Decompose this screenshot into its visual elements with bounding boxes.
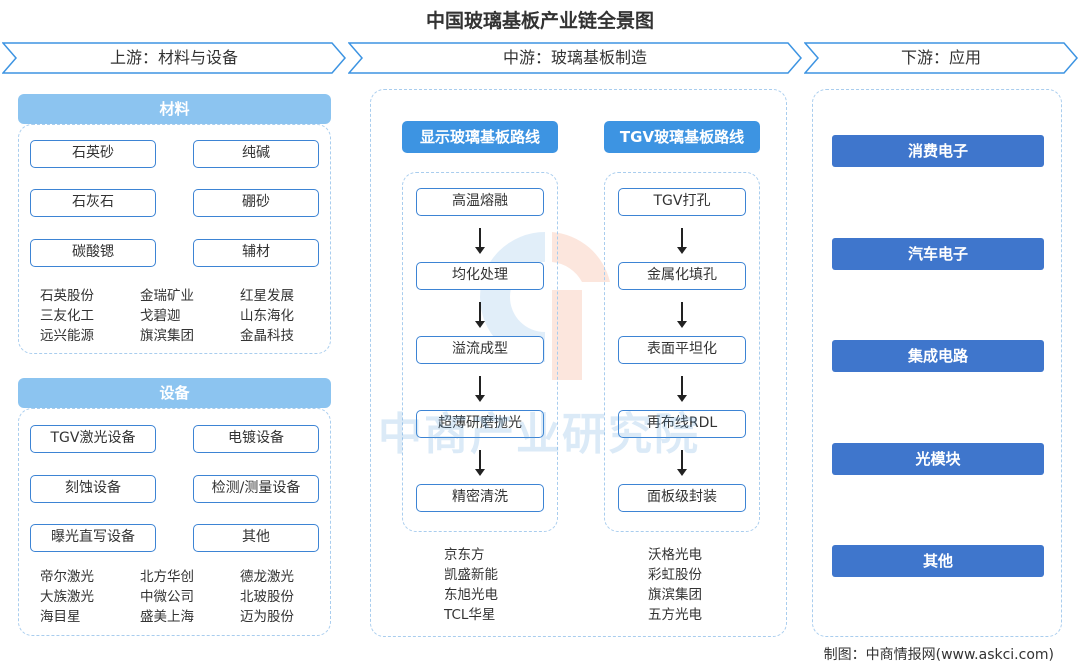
header-downstream: 下游：应用: [804, 42, 1078, 74]
material-item: 辅材: [193, 239, 319, 267]
chevron-shape: [2, 42, 346, 74]
tgv-step: 再布线RDL: [618, 410, 746, 438]
material-item: 石英砂: [30, 140, 156, 168]
display-route-panel: [402, 172, 558, 532]
application-item: 汽车电子: [832, 238, 1044, 270]
material-item: 碳酸锶: [30, 239, 156, 267]
source-credit: 制图：中商情报网(www.askci.com): [823, 647, 1054, 663]
tgv-company: 旗滨集团: [648, 587, 702, 603]
material-company: 三友化工: [40, 308, 94, 324]
down-arrow-icon: [677, 450, 687, 476]
tgv-route-panel: [604, 172, 760, 532]
display-step: 精密清洗: [416, 484, 544, 512]
application-item: 其他: [832, 545, 1044, 577]
application-item: 集成电路: [832, 340, 1044, 372]
tgv-step: 金属化填孔: [618, 262, 746, 290]
header-midstream-label: 中游：玻璃基板制造: [502, 48, 647, 67]
chevron-shape: [348, 42, 802, 74]
equipment-heading: 设备: [18, 378, 331, 408]
equipment-item: 检测/测量设备: [193, 475, 319, 503]
display-step: 均化处理: [416, 262, 544, 290]
tgv-step: 表面平坦化: [618, 336, 746, 364]
display-step: 超薄研磨抛光: [416, 410, 544, 438]
tgv-route-heading: TGV玻璃基板路线: [604, 121, 760, 153]
midstream-panel: [370, 89, 787, 637]
down-arrow-icon: [475, 376, 485, 402]
down-arrow-icon: [677, 228, 687, 254]
equipment-company: 中微公司: [140, 589, 194, 605]
equipment-company: 迈为股份: [240, 609, 294, 625]
page-title: 中国玻璃基板产业链全景图: [425, 10, 654, 32]
display-company: 东旭光电: [444, 587, 498, 603]
material-company: 戈碧迦: [140, 308, 181, 324]
equipment-item: 其他: [193, 524, 319, 552]
equipment-company: 帝尔激光: [40, 569, 94, 585]
application-item: 消费电子: [832, 135, 1044, 167]
equipment-company: 海目星: [40, 609, 81, 625]
equipment-item: 电镀设备: [193, 425, 319, 453]
material-item: 石灰石: [30, 189, 156, 217]
display-step: 高温熔融: [416, 188, 544, 216]
down-arrow-icon: [475, 450, 485, 476]
header-midstream: 中游：玻璃基板制造: [348, 42, 802, 74]
material-item: 硼砂: [193, 189, 319, 217]
material-item: 纯碱: [193, 140, 319, 168]
header-upstream: 上游：材料与设备: [2, 42, 346, 74]
material-company: 山东海化: [240, 308, 294, 324]
display-route-heading: 显示玻璃基板路线: [402, 121, 558, 153]
header-upstream-label: 上游：材料与设备: [109, 48, 238, 67]
materials-panel: [18, 124, 331, 354]
downstream-panel: [812, 89, 1062, 637]
material-company: 远兴能源: [40, 328, 94, 344]
application-item: 光模块: [832, 443, 1044, 475]
chevron-shape: [804, 42, 1078, 74]
equipment-company: 北玻股份: [240, 589, 294, 605]
down-arrow-icon: [475, 302, 485, 328]
equipment-item: 刻蚀设备: [30, 475, 156, 503]
material-company: 金瑞矿业: [140, 288, 194, 304]
materials-heading: 材料: [18, 94, 331, 124]
material-company: 旗滨集团: [140, 328, 194, 344]
display-company: 凯盛新能: [444, 567, 498, 583]
material-company: 红星发展: [240, 288, 294, 304]
watermark-text: 中商产业研究院: [378, 409, 700, 460]
display-company: TCL华星: [444, 607, 496, 623]
down-arrow-icon: [677, 302, 687, 328]
tgv-step: 面板级封装: [618, 484, 746, 512]
display-step: 溢流成型: [416, 336, 544, 364]
tgv-company: 沃格光电: [648, 547, 702, 563]
tgv-company: 彩虹股份: [648, 567, 702, 583]
display-company: 京东方: [444, 547, 485, 563]
down-arrow-icon: [475, 228, 485, 254]
material-company: 金晶科技: [240, 328, 294, 344]
equipment-company: 盛美上海: [140, 609, 194, 625]
header-downstream-label: 下游：应用: [900, 48, 981, 67]
material-company: 石英股份: [40, 288, 94, 304]
tgv-company: 五方光电: [648, 607, 702, 623]
equipment-company: 大族激光: [40, 589, 94, 605]
equipment-item: 曝光直写设备: [30, 524, 156, 552]
equipment-item: TGV激光设备: [30, 425, 156, 453]
tgv-step: TGV打孔: [618, 188, 746, 216]
equipment-panel: [18, 408, 331, 636]
down-arrow-icon: [677, 376, 687, 402]
equipment-company: 德龙激光: [240, 569, 294, 585]
equipment-company: 北方华创: [140, 569, 194, 585]
